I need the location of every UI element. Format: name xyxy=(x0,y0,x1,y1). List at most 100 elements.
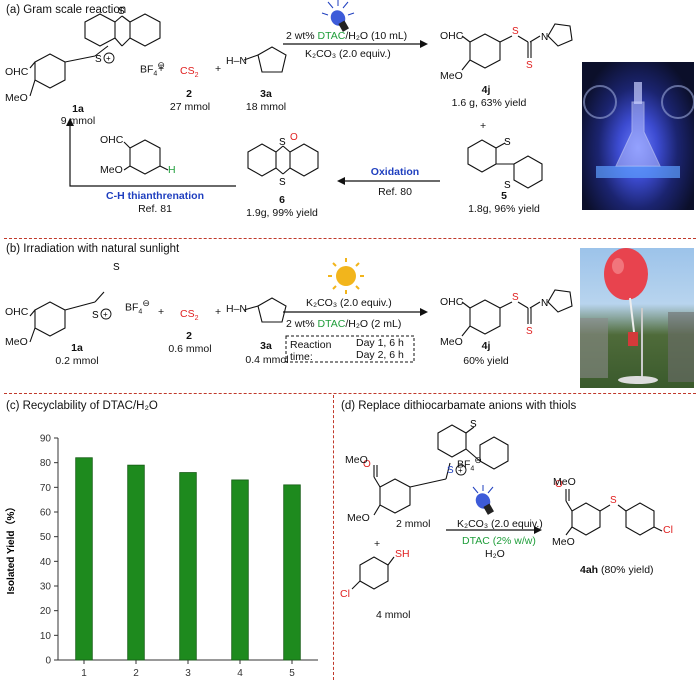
y-tick-label: 80 xyxy=(40,458,52,469)
x-tick-label: 2 xyxy=(133,668,139,679)
cond-b-base: K₂CO₃ (2.0 equiv.) xyxy=(306,297,392,309)
cmpd-5-label: 5 xyxy=(501,190,507,202)
cond-b-solvent: 2 wt% DTAC/H₂O (2 mL) xyxy=(286,318,402,330)
svg-text:+: + xyxy=(458,466,463,475)
svg-text:O: O xyxy=(555,479,563,490)
x-tick-label: 4 xyxy=(237,668,243,679)
chart-bar xyxy=(127,464,145,661)
cs2-label-b: CS2 xyxy=(180,308,199,323)
y-tick-label: 90 xyxy=(40,434,52,445)
cmpd-6-label: 6 xyxy=(279,194,285,206)
cmpd-1a-amount: 9 mmol xyxy=(60,115,96,127)
x-tick-label: 3 xyxy=(185,668,191,679)
svg-text:O: O xyxy=(290,132,298,143)
meo-label-1a-b: MeO xyxy=(5,336,28,348)
chart-bar xyxy=(231,479,249,661)
cmpd-2-amount: 27 mmol xyxy=(169,101,211,113)
panel-b-structures: S + S S S N xyxy=(29,258,573,363)
prod-4j-label-b: 4j xyxy=(481,340,491,352)
prod-4j-yield: 1.6 g, 63% yield xyxy=(451,97,527,109)
cmpd-3a-amount-b: 0.4 mmol xyxy=(245,354,289,366)
panel-c-title: (c) Recyclability of DTAC/H₂O xyxy=(6,400,158,412)
svg-text:+: + xyxy=(103,310,108,319)
panel-a-structures: S S + S S N S S xyxy=(29,0,573,191)
y-tick-label: 30 xyxy=(40,582,52,593)
svg-text:S: S xyxy=(504,180,511,191)
svg-text:S: S xyxy=(279,177,286,188)
cl-product-label: Cl xyxy=(663,524,673,536)
svg-text:S: S xyxy=(470,419,477,430)
meo-label-4j: MeO xyxy=(440,70,463,82)
y-tick-label: 10 xyxy=(40,631,52,642)
meo-label-4j-b: MeO xyxy=(440,336,463,348)
cond-d-dtac: DTAC (2% w/w) xyxy=(462,535,536,547)
cmpd-3a-label: 3a xyxy=(260,88,272,100)
svg-text:S: S xyxy=(512,26,519,37)
meo-product-label: MeO xyxy=(552,536,575,548)
plus-sign-b1: + xyxy=(158,306,165,318)
plus-sign-2: + xyxy=(215,63,222,75)
y-tick-label: 70 xyxy=(40,483,52,494)
day-1-label: Day 1, 6 h xyxy=(356,337,404,349)
nh-label-b: H–N xyxy=(226,303,248,315)
meo-ester-product-label: MeO xyxy=(553,476,576,488)
chart-bar xyxy=(283,484,301,661)
plus-sign-b2: + xyxy=(215,306,222,318)
blue-lamp-icon xyxy=(321,0,355,32)
prod-4ah: 4ah (80% yield) xyxy=(580,564,654,576)
x-tick-label: 5 xyxy=(289,668,295,679)
s-atom-1a-top: S xyxy=(118,6,125,17)
sunlight-balloon-photo xyxy=(580,248,694,388)
meo-label-reagent: MeO xyxy=(100,164,123,176)
svg-text:S: S xyxy=(92,310,99,321)
s-plus-1a: S xyxy=(95,54,102,65)
plus-sign-1: + xyxy=(158,63,165,75)
cmpd-2-label: 2 xyxy=(186,88,192,100)
prod-4j-yield-b: 60% yield xyxy=(463,355,509,367)
reaction-time-label: Reaction xyxy=(290,339,332,351)
meo2c-label: MeO xyxy=(345,454,368,466)
y-tick-label: 60 xyxy=(40,508,52,519)
y-tick-label: 40 xyxy=(40,557,52,568)
cho-label-1a: OHC xyxy=(5,66,29,78)
svg-text:S: S xyxy=(279,137,286,148)
divider-b-cd xyxy=(4,393,696,394)
svg-text:S: S xyxy=(610,495,617,506)
y-tick-label: 0 xyxy=(45,656,51,667)
svg-text:N: N xyxy=(541,298,548,309)
oxidation-label: Oxidation xyxy=(370,166,420,178)
prod-4j-label: 4j xyxy=(481,84,491,96)
cond-d-base: K₂CO₃ (2.0 equiv.) xyxy=(457,518,543,530)
plus-sign-d: + xyxy=(374,538,381,550)
cmpd-1a-label-b: 1a xyxy=(71,342,83,354)
plus-sign-3: + xyxy=(480,120,487,132)
cmpd-3a-amount: 18 mmol xyxy=(245,101,287,113)
svg-text:S: S xyxy=(447,465,454,476)
day-2-label: Day 2, 6 h xyxy=(356,349,404,361)
meo-label-d: MeO xyxy=(347,512,370,524)
svg-text:N: N xyxy=(541,32,548,43)
y-tick-label: 50 xyxy=(40,532,52,543)
panel-d-title: (d) Replace dithiocarbamate anions with … xyxy=(341,400,577,412)
svg-text:S: S xyxy=(113,262,120,273)
bf4-label: BF4⊖ xyxy=(140,60,165,78)
svg-text:S: S xyxy=(526,60,533,71)
cmpd-1a-amount-b: 0.2 mmol xyxy=(55,355,99,367)
cmpd-2-amount-b: 0.6 mmol xyxy=(168,343,212,355)
cho-label-1a-b: OHC xyxy=(5,306,29,318)
bf4-label-b: BF4⊖ xyxy=(125,298,150,316)
amount-2mmol: 2 mmol xyxy=(396,518,431,530)
cond-a-solvent: 2 wt% DTAC/H₂O (10 mL) xyxy=(286,30,408,42)
cmpd-5-yield: 1.8g, 96% yield xyxy=(468,203,540,215)
time-label: time: xyxy=(290,351,313,363)
cond-a-base: K₂CO₃ (2.0 equiv.) xyxy=(305,48,391,60)
chart-bars xyxy=(75,457,301,661)
panel-d-structures: S S + O S O xyxy=(351,419,663,590)
x-tick-label: 1 xyxy=(81,668,87,679)
svg-text:S: S xyxy=(504,137,511,148)
cmpd-2-label-b: 2 xyxy=(186,330,192,342)
meo-label-1a: MeO xyxy=(5,92,28,104)
chart-bar xyxy=(75,457,93,661)
cs2-label: CS2 xyxy=(180,65,199,80)
